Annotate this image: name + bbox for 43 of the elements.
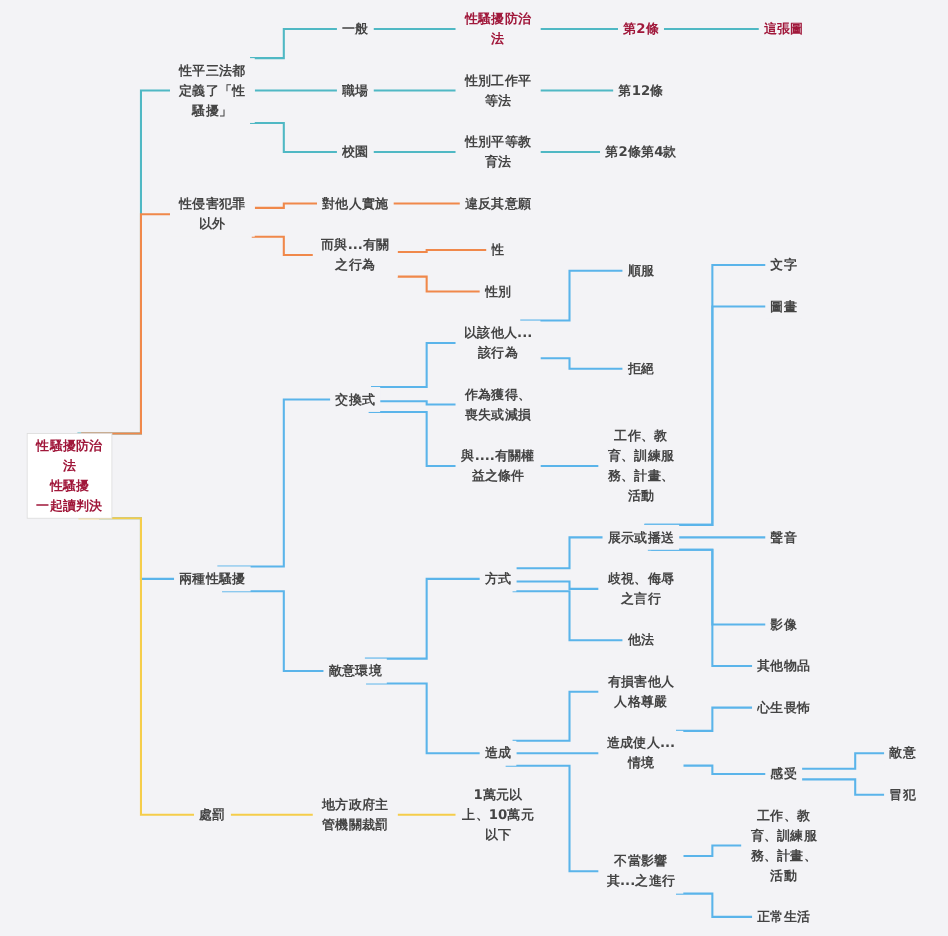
connector — [516, 752, 600, 755]
connector — [540, 28, 620, 31]
connector — [540, 89, 615, 92]
connector — [540, 357, 624, 370]
connector — [516, 536, 604, 570]
connector — [254, 202, 319, 209]
connector — [373, 150, 457, 154]
connector — [251, 235, 314, 256]
connector — [802, 752, 886, 770]
connector — [516, 580, 600, 590]
connector — [397, 275, 481, 293]
connector — [644, 263, 767, 526]
connector — [520, 269, 624, 322]
connector — [802, 778, 886, 796]
connector — [505, 764, 600, 873]
connector — [373, 28, 457, 31]
connector — [663, 28, 760, 31]
connector — [512, 690, 600, 742]
connector — [647, 548, 754, 668]
connector — [380, 400, 457, 406]
connector — [254, 89, 338, 92]
connector — [676, 706, 754, 732]
connector — [371, 341, 457, 389]
connector — [676, 892, 754, 918]
connector — [644, 305, 767, 526]
connector — [364, 577, 481, 660]
connector — [250, 121, 338, 154]
connector — [679, 536, 767, 539]
connector — [393, 202, 461, 205]
connector — [230, 813, 314, 816]
connector — [373, 89, 457, 92]
connector — [540, 464, 600, 467]
connector — [366, 682, 481, 755]
connector — [368, 410, 457, 467]
connector — [512, 590, 624, 642]
connector — [397, 248, 488, 254]
connector — [250, 28, 338, 60]
connector — [397, 813, 457, 816]
connector — [540, 150, 602, 154]
connector — [683, 844, 743, 857]
connector — [222, 590, 325, 673]
connector — [217, 398, 332, 568]
connector — [683, 764, 767, 776]
